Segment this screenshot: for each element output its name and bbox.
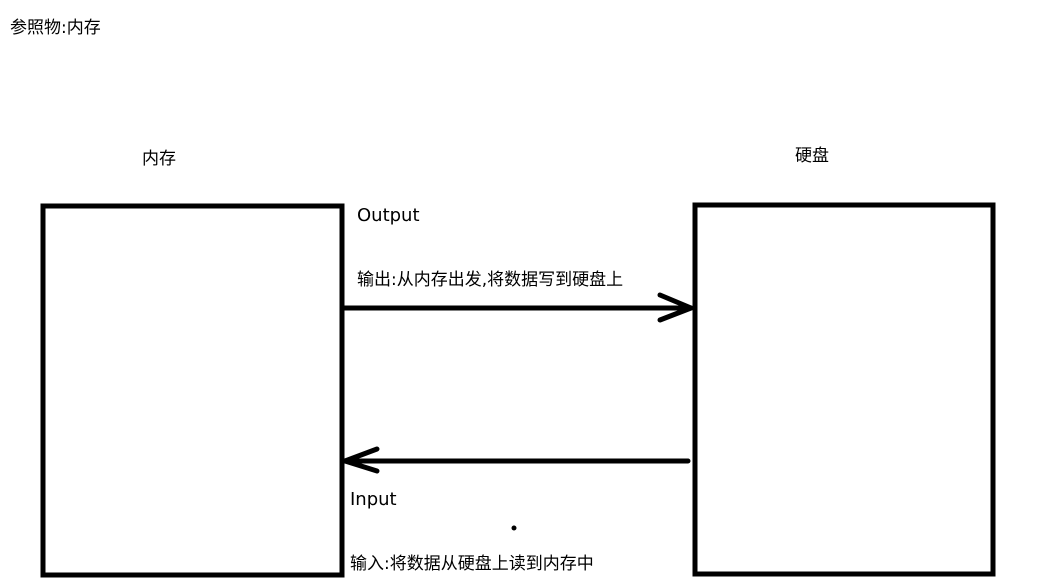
input-description: 输入:将数据从硬盘上读到内存中: [350, 554, 594, 574]
diagram-title: 参照物:内存: [10, 18, 101, 38]
memory-label: 内存: [142, 149, 176, 169]
output-description: 输出:从内存出发,将数据写到硬盘上: [357, 270, 624, 290]
output-arrow: [339, 292, 694, 323]
stray-dot: [511, 525, 517, 531]
memory-box: [40, 203, 345, 578]
output-label: Output: [357, 205, 420, 226]
input-label: Input: [350, 489, 397, 510]
disk-label: 硬盘: [795, 146, 829, 166]
disk-box: [692, 202, 996, 577]
input-arrow: [342, 446, 691, 474]
